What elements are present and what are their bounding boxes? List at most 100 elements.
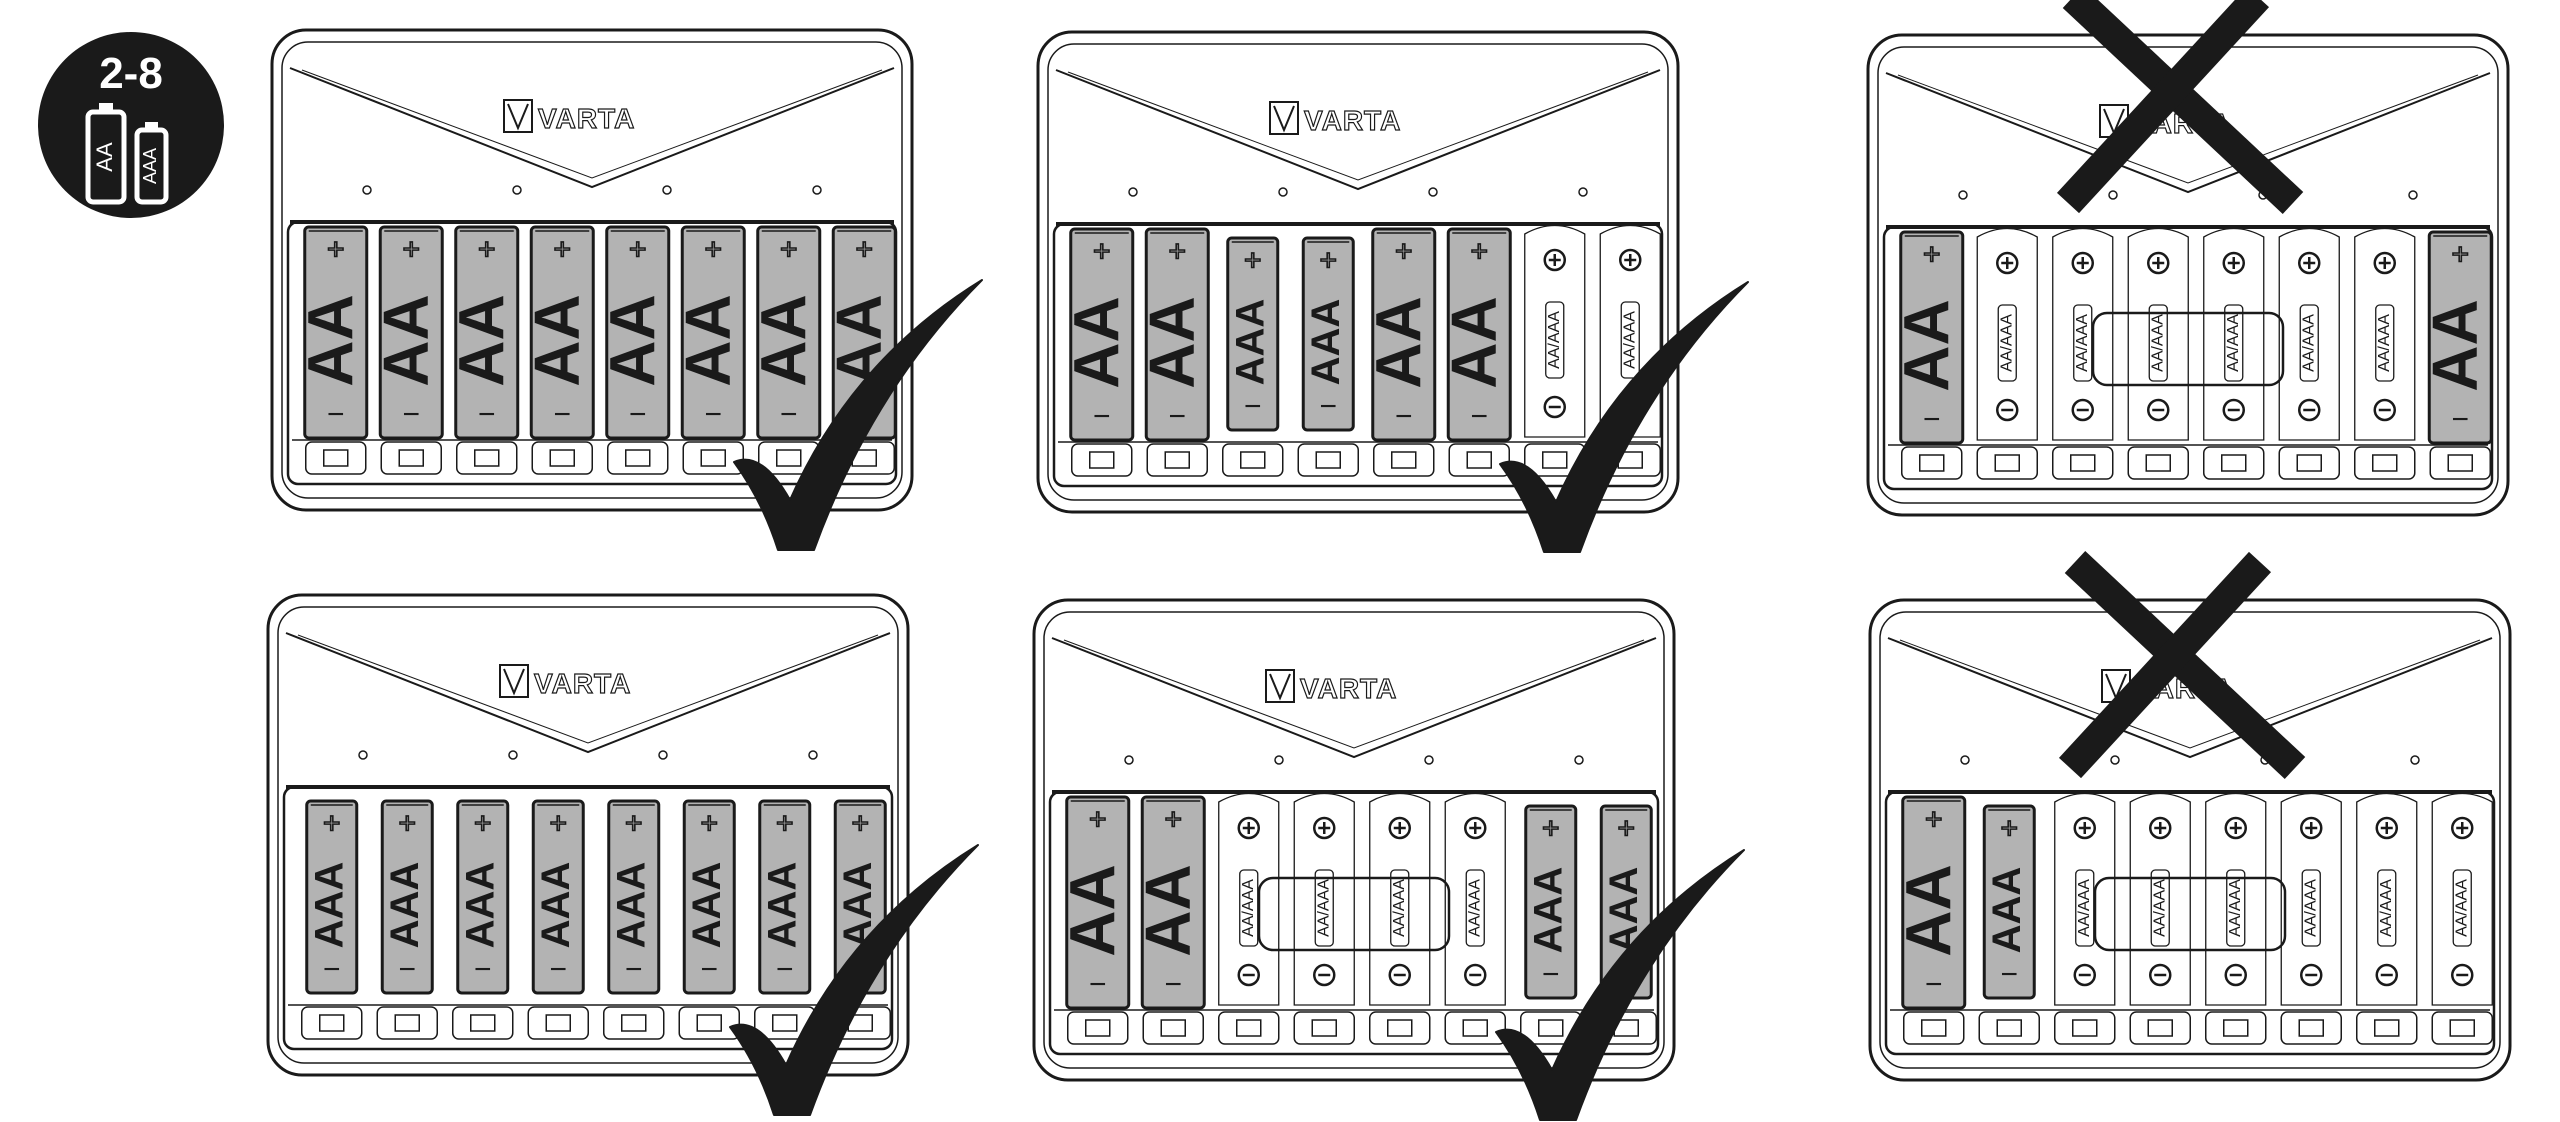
- slot-contact: [1222, 443, 1284, 477]
- empty-slot-label: AA/AAA: [2227, 879, 2244, 937]
- minus-terminal-icon: [1237, 963, 1260, 987]
- aa-battery: [1144, 227, 1210, 442]
- minus-circle: [2300, 963, 2323, 987]
- slot-contact-pin: [323, 449, 349, 467]
- battery-minus-mark: −: [1395, 400, 1413, 433]
- aaa-battery: [1301, 236, 1355, 432]
- badge-aa-label: AA: [92, 142, 117, 172]
- lid-v-line-inner: [1067, 71, 1649, 181]
- status-led-3: [1424, 755, 1434, 765]
- empty-slot-label-frame: [1620, 301, 1640, 379]
- empty-slot-label: AA/AAA: [2074, 314, 2091, 372]
- battery-plus-mark: +: [1244, 244, 1262, 277]
- empty-slot-guide: [1218, 792, 1280, 1006]
- empty-slot-guide: [1293, 792, 1355, 1006]
- plus-sign: [2076, 257, 2089, 269]
- slot-contact-pin: [2072, 1019, 2098, 1037]
- battery-minus-mark: −: [553, 398, 571, 431]
- slot-contact-pin: [2145, 454, 2171, 472]
- slot-contact: [2429, 446, 2491, 480]
- empty-slot-guide: [1444, 792, 1506, 1006]
- plus-sign: [2378, 257, 2391, 269]
- aaa-battery: [1524, 804, 1578, 1000]
- aa-battery: [529, 225, 595, 440]
- varta-logo-text: VARTA: [534, 668, 631, 699]
- plus-circle: [1464, 816, 1487, 840]
- aaa-battery: [305, 799, 359, 995]
- battery-slot-3: +AA−: [446, 225, 520, 475]
- battery-slot-5: +AAA−: [603, 799, 665, 1040]
- lid-v-line-inner: [1063, 639, 1645, 749]
- aa-battery: [1899, 230, 1965, 445]
- slot-contact: [380, 441, 442, 475]
- empty-slot-label-frame: [1465, 869, 1485, 947]
- battery-plus-mark: +: [629, 233, 647, 266]
- aa-battery: [454, 225, 520, 440]
- plus-sign: [2456, 822, 2469, 834]
- plus-terminal-icon: [2073, 816, 2096, 840]
- empty-slot-guide: [2203, 227, 2265, 441]
- battery-plus-mark: +: [776, 807, 794, 840]
- empty-slot-label: AA/AAA: [1466, 879, 1483, 937]
- plus-terminal-icon: [2147, 251, 2170, 275]
- minus-circle: [2298, 398, 2321, 422]
- empty-slot-guide: [1369, 792, 1431, 1006]
- varta-logo-chevron: [1273, 105, 1295, 133]
- empty-slot-guide: [2356, 792, 2418, 1006]
- battery-slot-1: +AA−: [1891, 230, 1965, 480]
- charger-inner-outline: [1877, 46, 2499, 504]
- charger-inner-outline: [277, 606, 899, 1064]
- lid-v-line: [1885, 72, 2491, 194]
- plus-sign: [1624, 254, 1637, 266]
- battery-slot-2: +AA−: [1136, 227, 1210, 477]
- slot-contact-pin: [1164, 451, 1190, 469]
- slot-contact-pin: [1391, 451, 1417, 469]
- slot-contact: [1146, 443, 1208, 477]
- plus-terminal-icon: [1388, 816, 1411, 840]
- plus-circle: [1996, 251, 2019, 275]
- slot-contact: [2052, 446, 2114, 480]
- slot-contact-pin: [2070, 454, 2096, 472]
- battery-slot-8: +AA−: [2419, 230, 2493, 480]
- varta-logo: VARTA: [1269, 101, 1401, 137]
- slot-contact: [1976, 446, 2038, 480]
- battery-plus-mark: +: [1089, 803, 1107, 836]
- minus-circle: [1543, 395, 1566, 419]
- battery-slot-7: AA/AAA: [2354, 227, 2416, 480]
- slot-contact-pin: [549, 449, 575, 467]
- battery-plus-mark: +: [851, 807, 869, 840]
- empty-slot-label: AA/AAA: [2225, 314, 2242, 372]
- empty-slot-guide: [1524, 224, 1586, 438]
- battery-slot-4: +AA−: [521, 225, 595, 475]
- battery-slot-4: AA/AAA: [2127, 227, 2189, 480]
- slot-contact: [2054, 1011, 2116, 1045]
- empty-slot-label-frame: [1545, 301, 1565, 379]
- status-led-4: [2410, 755, 2420, 765]
- slot-contact: [452, 1006, 514, 1040]
- battery-minus-mark: −: [625, 953, 643, 986]
- slot-contact-pin: [2372, 454, 2398, 472]
- battery-plus-mark: +: [1168, 235, 1186, 268]
- empty-slot-label-frame: [2075, 869, 2095, 947]
- battery-minus-mark: −: [1925, 968, 1943, 1001]
- empty-slot-guide: [2205, 792, 2267, 1006]
- slot-contact-pin: [776, 449, 802, 467]
- plus-terminal-icon: [2149, 816, 2172, 840]
- minus-circle: [1388, 963, 1411, 987]
- plus-sign: [2380, 822, 2393, 834]
- minus-circle: [2147, 398, 2170, 422]
- battery-slot-7: AA/AAA: [2356, 792, 2418, 1045]
- slot-contact-pin: [470, 1014, 496, 1032]
- slot-contact-pin: [2221, 454, 2247, 472]
- battery-plus-mark: +: [2000, 812, 2018, 845]
- aa-battery: [378, 225, 444, 440]
- plus-circle: [1237, 816, 1260, 840]
- minus-circle: [1464, 963, 1487, 987]
- slot-contact: [1903, 1011, 1965, 1045]
- aaa-battery: [531, 799, 585, 995]
- aa-battery: [1140, 795, 1206, 1010]
- minus-terminal-icon: [2222, 398, 2245, 422]
- plus-sign: [2001, 257, 2014, 269]
- slot-contact-pin: [1919, 454, 1945, 472]
- lid-v-line-inner: [301, 69, 883, 179]
